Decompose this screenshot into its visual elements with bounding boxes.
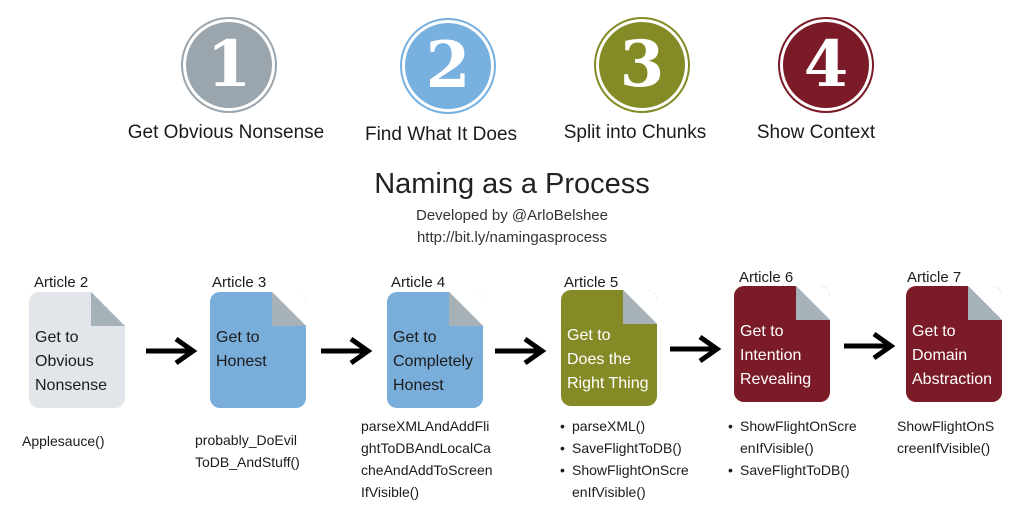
article-2-doc-line-2: Obvious bbox=[35, 353, 94, 370]
step-3-badge: 3 bbox=[596, 19, 688, 111]
article-6-code: ShowFlightOnScre enIfVisible() SaveFligh… bbox=[728, 415, 857, 481]
code-bullet-continuation: enIfVisible() bbox=[740, 440, 814, 456]
article-3-document-icon: Get to Honest bbox=[210, 292, 306, 408]
article-7-doc-line-2: Domain bbox=[912, 347, 968, 364]
article-6-doc-line-1: Get to bbox=[740, 323, 784, 340]
step-4-label: Show Context bbox=[756, 122, 876, 143]
step-1-number: 1 bbox=[206, 27, 252, 102]
article-2-doc-line-1: Get to bbox=[35, 329, 79, 346]
article-3-label: Article 3 bbox=[212, 274, 267, 291]
article-5-doc-line-1: Get to bbox=[567, 327, 611, 344]
article-4-document-icon: Get to Completely Honest bbox=[387, 292, 483, 408]
article-4-doc-line-3: Honest bbox=[393, 377, 444, 394]
step-2-badge: 2 bbox=[402, 20, 494, 112]
arrow-right-icon bbox=[146, 336, 198, 366]
step-4-number: 4 bbox=[803, 27, 849, 102]
article-7-doc-line-3: Abstraction bbox=[912, 371, 993, 388]
code-bullet: parseXML() bbox=[560, 415, 689, 437]
article-2-label: Article 2 bbox=[34, 274, 89, 291]
code-line: probably_DoEvil bbox=[195, 432, 297, 448]
article-7-document-icon: Get to Domain Abstraction bbox=[906, 286, 1002, 402]
article-5-code: parseXML() SaveFlightToDB() ShowFlightOn… bbox=[560, 415, 689, 503]
article-4-doc-line-2: Completely bbox=[393, 353, 474, 370]
article-4-code: parseXMLAndAddFli ghtToDBAndLocalCa cheA… bbox=[361, 415, 493, 503]
code-line: ToDB_AndStuff() bbox=[195, 454, 300, 470]
step-3-number: 3 bbox=[619, 27, 665, 102]
step-1-label: Get Obvious Nonsense bbox=[127, 122, 325, 143]
article-6-label: Article 6 bbox=[739, 269, 794, 286]
article-2-doc-line-3: Nonsense bbox=[35, 377, 108, 394]
article-5-label: Article 5 bbox=[564, 274, 619, 291]
arrow-right-icon bbox=[670, 334, 722, 364]
code-bullet: ShowFlightOnScre bbox=[560, 459, 689, 481]
article-3-doc-line-2: Honest bbox=[216, 353, 267, 370]
step-4-badge: 4 bbox=[780, 19, 872, 111]
step-3-label: Split into Chunks bbox=[563, 122, 707, 143]
article-3-code: probably_DoEvil ToDB_AndStuff() bbox=[195, 429, 300, 473]
code-line: Applesauce() bbox=[22, 433, 105, 449]
arrow-right-icon bbox=[495, 336, 547, 366]
article-6-doc-line-2: Intention bbox=[740, 347, 802, 364]
article-6-doc-line-3: Revealing bbox=[740, 371, 812, 388]
article-4-label: Article 4 bbox=[391, 274, 446, 291]
code-line: IfVisible() bbox=[361, 484, 420, 500]
arrow-right-icon bbox=[844, 331, 896, 361]
article-6-document-icon: Get to Intention Revealing bbox=[734, 286, 830, 402]
code-bullet: SaveFlightToDB() bbox=[560, 437, 689, 459]
arrow-right-icon bbox=[321, 336, 373, 366]
code-line: cheAndAddToScreen bbox=[361, 462, 493, 478]
article-3-doc-line-1: Get to bbox=[216, 329, 260, 346]
step-1-badge: 1 bbox=[183, 19, 275, 111]
source-url: http://bit.ly/namingasprocess bbox=[416, 229, 608, 246]
article-4-doc-line-1: Get to bbox=[393, 329, 437, 346]
article-7-label: Article 7 bbox=[907, 269, 962, 286]
page-title: Naming as a Process bbox=[374, 168, 650, 200]
code-bullet: ShowFlightOnScre bbox=[728, 415, 857, 437]
subtitle: Developed by @ArloBelshee bbox=[415, 207, 608, 224]
article-5-document-icon: Get to Does the Right Thing bbox=[561, 290, 657, 406]
code-bullet: SaveFlightToDB() bbox=[728, 459, 857, 481]
code-line: parseXMLAndAddFli bbox=[361, 418, 490, 434]
code-line: ghtToDBAndLocalCa bbox=[361, 440, 491, 456]
article-5-doc-line-3: Right Thing bbox=[567, 375, 649, 392]
article-2-code: Applesauce() bbox=[22, 430, 105, 452]
article-7-doc-line-1: Get to bbox=[912, 323, 956, 340]
code-line: ShowFlightOnS bbox=[897, 418, 995, 434]
step-2-label: Find What It Does bbox=[364, 124, 518, 145]
article-2-document-icon: Get to Obvious Nonsense bbox=[29, 292, 125, 408]
code-line: creenIfVisible() bbox=[897, 440, 991, 456]
article-7-code: ShowFlightOnS creenIfVisible() bbox=[897, 415, 994, 459]
code-bullet-continuation: enIfVisible() bbox=[572, 484, 646, 500]
article-5-doc-line-2: Does the bbox=[567, 351, 632, 368]
step-2-number: 2 bbox=[425, 28, 471, 103]
